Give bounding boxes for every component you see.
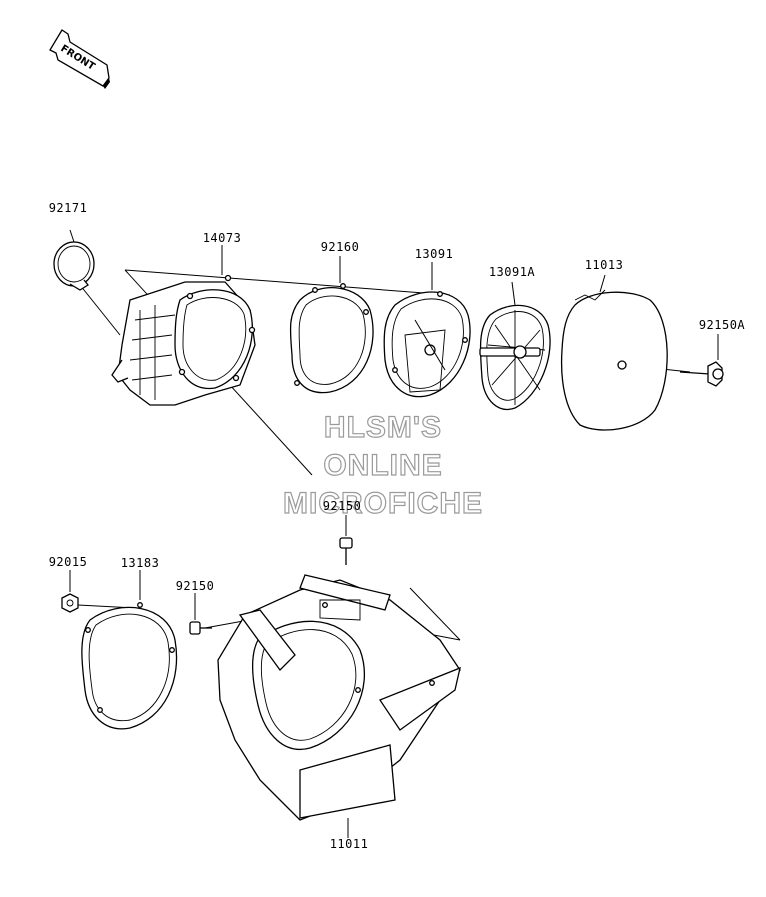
front-arrow-icon: FRONT <box>49 29 110 89</box>
bolt-92150-mid[interactable] <box>189 593 212 635</box>
watermark-line3: MICROFICHE <box>283 487 483 520</box>
nut-92015[interactable] <box>61 570 79 613</box>
label-14073: 14073 <box>203 231 242 245</box>
duct-14073[interactable] <box>111 245 256 406</box>
label-92150-mid: 92150 <box>176 579 215 593</box>
filter-holder-13091[interactable] <box>383 262 471 398</box>
part-labels: 92171 14073 92160 13091 13091A 11013 921… <box>49 201 746 851</box>
watermark: HLSM'S ONLINE MICROFICHE <box>282 410 483 520</box>
gasket-13183[interactable] <box>81 570 178 730</box>
clamp-92171[interactable] <box>53 229 95 291</box>
label-13091: 13091 <box>415 247 454 261</box>
filter-cage-13091A[interactable] <box>479 281 551 410</box>
air-filter-11013[interactable] <box>560 274 668 431</box>
air-box-11011[interactable] <box>217 574 461 838</box>
label-92150-top: 92150 <box>323 499 362 513</box>
wing-bolt-92150A[interactable] <box>679 334 724 387</box>
label-11011: 11011 <box>330 837 369 851</box>
bolt-92150-top[interactable] <box>339 515 353 565</box>
label-11013: 11013 <box>585 258 624 272</box>
watermark-line2: ONLINE <box>323 449 442 482</box>
watermark-line1: HLSM'S <box>324 411 442 444</box>
label-92171: 92171 <box>49 201 88 215</box>
label-13091A: 13091A <box>489 265 536 279</box>
label-92150A: 92150A <box>699 318 746 332</box>
gasket-92160[interactable] <box>289 256 374 394</box>
label-13183: 13183 <box>121 556 160 570</box>
label-92160: 92160 <box>321 240 360 254</box>
label-92015: 92015 <box>49 555 88 569</box>
